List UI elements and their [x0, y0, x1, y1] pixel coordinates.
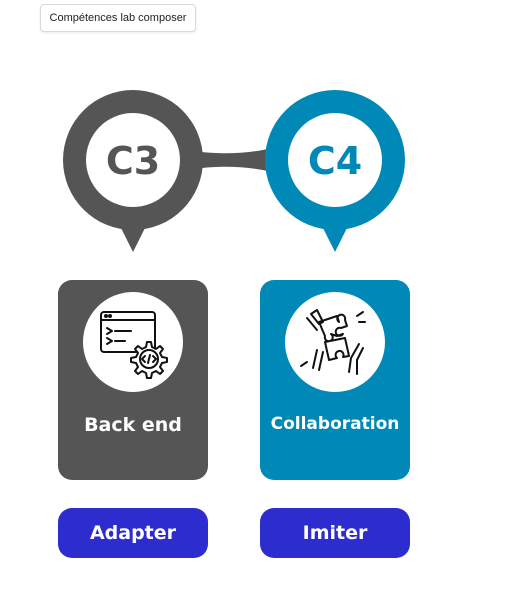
competences-tag: Compétences lab composer: [40, 4, 196, 32]
code-gear-icon: [100, 311, 168, 379]
pin-connector: [180, 148, 272, 172]
card-back-end-title: Back end: [84, 414, 182, 436]
card-collaboration-title: Collaboration: [270, 414, 400, 434]
pin-c3-label: C3: [106, 139, 160, 183]
pin-c3: C3: [63, 90, 203, 252]
adapter-button[interactable]: Adapter: [58, 508, 208, 558]
pin-c4: C4: [265, 90, 405, 252]
pins-diagram: C3 C4: [63, 90, 405, 252]
imiter-button[interactable]: Imiter: [260, 508, 410, 558]
puzzle-hands-icon: [300, 309, 366, 375]
card-back-end: Back end: [58, 280, 208, 480]
card-collaboration: Collaboration: [260, 280, 410, 480]
card-back-end-icon-circle: [83, 292, 183, 392]
card-collaboration-icon-circle: [285, 292, 385, 392]
pin-c4-label: C4: [308, 139, 362, 183]
